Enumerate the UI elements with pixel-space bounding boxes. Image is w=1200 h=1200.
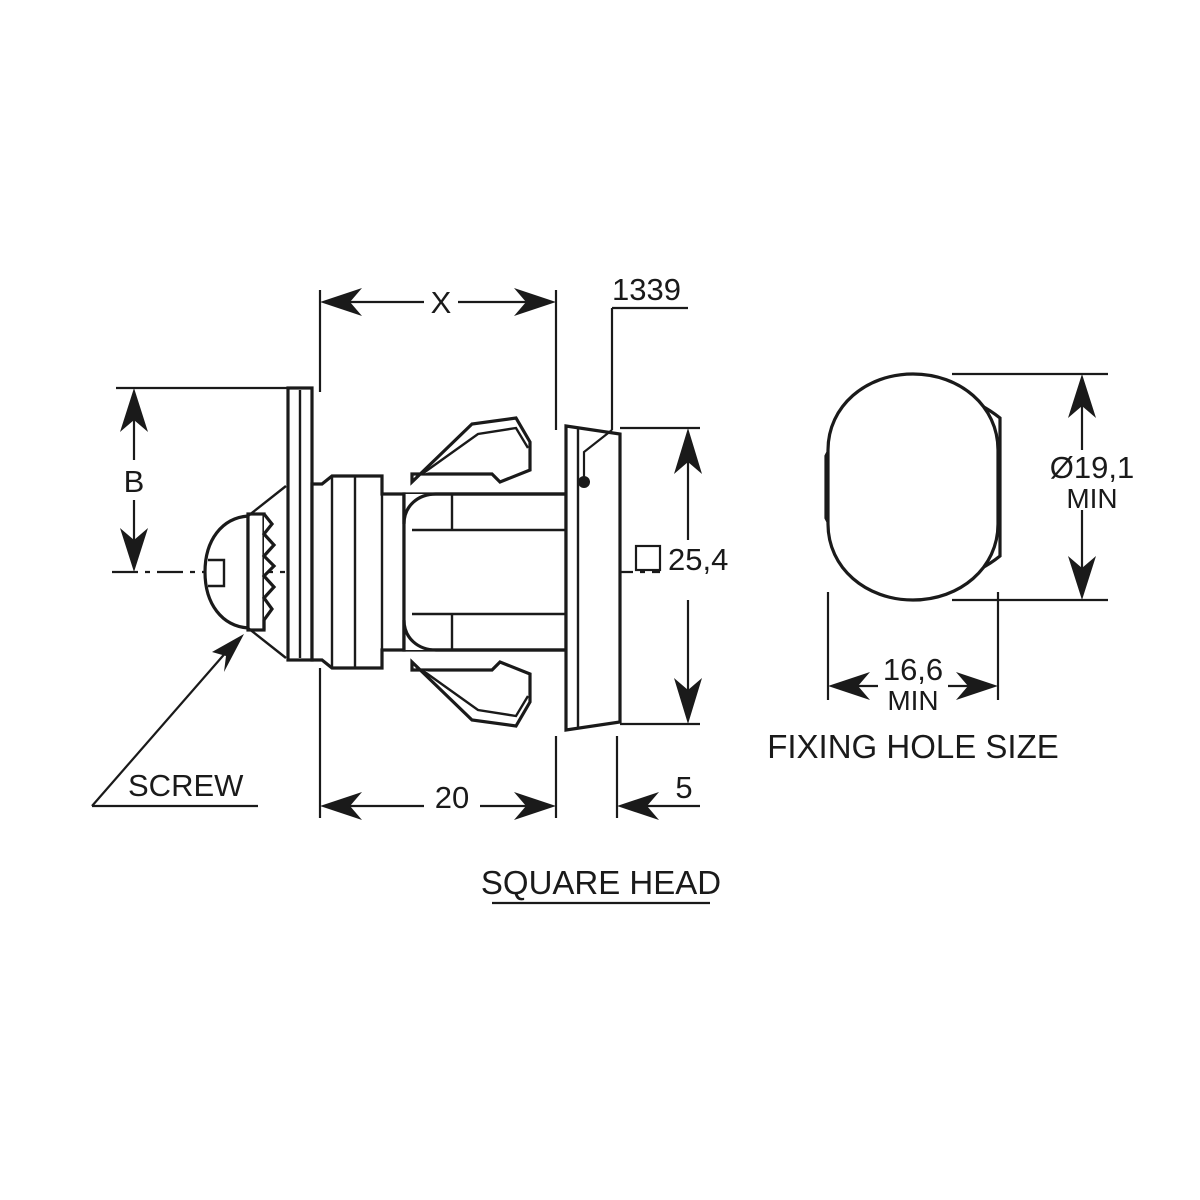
- barrel-outline: [402, 492, 568, 652]
- dim-b: B: [116, 386, 300, 572]
- screw-head-dome: [203, 514, 250, 630]
- dim-16-6-min-note: MIN: [887, 685, 938, 716]
- dim-25-4-arrow-top: [674, 428, 702, 474]
- dim-16-6: 16,6 MIN: [826, 592, 1000, 716]
- dim-b-label: B: [124, 464, 145, 499]
- cam-wing-upper: [410, 416, 532, 486]
- square-head-outline: [564, 424, 622, 732]
- callout-screw-label: SCREW: [128, 768, 244, 803]
- dim-25-4-label: 25,4: [668, 542, 728, 577]
- fixing-hole-view: Ø19,1 MIN 16,6 MIN FIXING HOLE SIZE: [767, 372, 1134, 765]
- cam-wing-lower-inner: [421, 669, 530, 718]
- dim-5-arrow-left: [617, 792, 659, 820]
- callout-1339-leader-kink: [582, 429, 613, 482]
- callout-1339: 1339: [578, 272, 688, 488]
- fixing-hole-profile: [826, 372, 1000, 602]
- cam-wing-lower: [410, 658, 532, 728]
- dim-19-1: Ø19,1 MIN: [952, 372, 1134, 602]
- square-symbol-icon: [634, 544, 662, 572]
- dim-20-arrow-left: [320, 792, 362, 820]
- latch-body-steps: [310, 474, 406, 670]
- screw-head-flank-top: [247, 485, 287, 517]
- fixing-hole-title: FIXING HOLE SIZE: [767, 728, 1059, 765]
- callout-1339-dot: [578, 476, 590, 488]
- dim-x-label: X: [431, 285, 452, 320]
- callout-screw-arrow: [212, 634, 244, 672]
- dim-19-1-arrow-top: [1068, 374, 1096, 418]
- callout-screw: SCREW: [91, 634, 258, 808]
- dim-x: X: [318, 285, 558, 430]
- square-head-title: SQUARE HEAD: [481, 864, 721, 901]
- dim-19-1-arrow-bottom: [1068, 556, 1096, 600]
- screw-head-plate: [246, 512, 266, 632]
- dim-x-arrow-left: [320, 288, 362, 316]
- screw-slot: [208, 558, 226, 588]
- screw-head-flank-bottom: [247, 627, 287, 659]
- dim-16-6-label: 16,6: [883, 652, 943, 687]
- screw-head-assembly: [203, 485, 287, 659]
- latch-barrel: [402, 492, 568, 652]
- callout-screw-leader: [91, 649, 229, 807]
- dim-5-label: 5: [675, 770, 692, 805]
- dim-x-arrow-right: [514, 288, 556, 316]
- dim-19-1-label: Ø19,1: [1050, 450, 1134, 485]
- dim-16-6-arrow-right: [956, 672, 998, 700]
- dim-5: 5: [615, 736, 700, 820]
- dim-b-arrow-bottom: [120, 528, 148, 572]
- dim-25-4-arrow-bottom: [674, 678, 702, 724]
- square-head-block: [564, 424, 622, 732]
- screw-head-serration: [261, 513, 277, 630]
- dim-16-6-arrow-left: [828, 672, 870, 700]
- barrel-top-shoulder: [402, 492, 566, 525]
- dim-b-arrow-top: [120, 388, 148, 432]
- square-head-title-group: SQUARE HEAD: [481, 864, 721, 905]
- dim-25-4: 25,4: [620, 426, 728, 726]
- dim-20-label: 20: [435, 780, 469, 815]
- latch-body-step-1: [310, 474, 406, 670]
- dim-19-1-min-note: MIN: [1066, 483, 1117, 514]
- callout-1339-label: 1339: [612, 272, 681, 307]
- side-section-view: 1339 X: [91, 272, 728, 905]
- dim-20: 20: [318, 668, 558, 820]
- cam-wing-upper-inner: [421, 426, 530, 475]
- barrel-bottom-shoulder: [402, 619, 566, 652]
- dim-20-arrow-right: [514, 792, 556, 820]
